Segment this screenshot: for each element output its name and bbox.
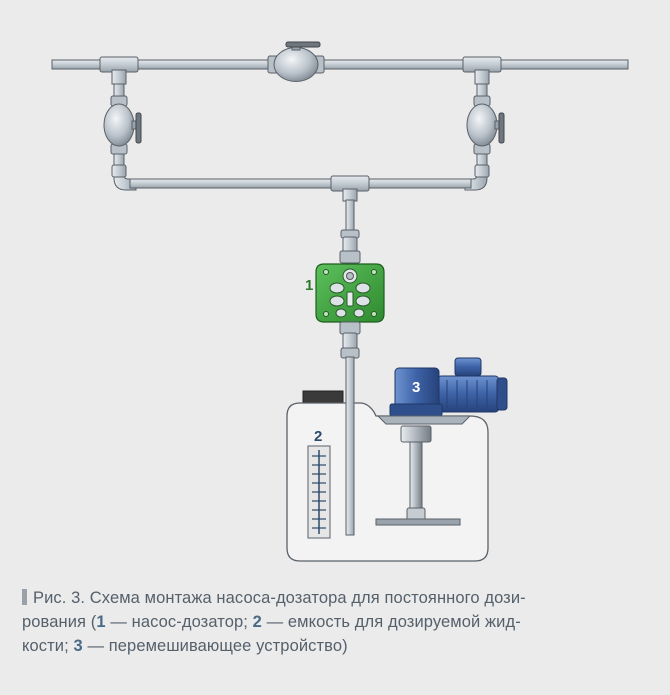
caption-line-2: рования (1 — насос-дозатор; 2 — емкость … — [22, 613, 521, 631]
installation-diagram: 1 2 — [51, 41, 629, 562]
suction-pipe — [345, 356, 355, 536]
tank-callout: 2 — [314, 428, 322, 445]
discharge-pipe — [345, 199, 355, 233]
left-ball-valve-icon — [103, 95, 142, 155]
caption-line-3: кости; 3 — перемешивающее устройство) — [22, 637, 348, 655]
right-ball-valve-icon — [466, 95, 505, 155]
lower-bypass-pipe — [111, 164, 490, 191]
main-ball-valve-icon — [267, 41, 325, 82]
upper-pump-connector — [339, 229, 361, 264]
caption-line-1: Рис. 3. Схема монтажа насоса-дозатора дл… — [22, 586, 632, 610]
left-tee-fitting — [99, 56, 139, 85]
lower-pump-connector — [339, 321, 361, 359]
electric-mixer-icon — [375, 357, 508, 526]
mixer-callout: 3 — [412, 379, 420, 396]
figure-caption: Рис. 3. Схема монтажа насоса-дозатора дл… — [22, 586, 632, 658]
pump-callout: 1 — [305, 277, 313, 294]
right-tee-fitting — [462, 56, 502, 85]
main-pipe — [51, 59, 629, 70]
dosing-pump-icon — [315, 263, 385, 323]
center-tee-fitting — [330, 175, 370, 202]
level-gauge-icon — [307, 445, 331, 539]
caption-marker-icon — [22, 589, 27, 605]
